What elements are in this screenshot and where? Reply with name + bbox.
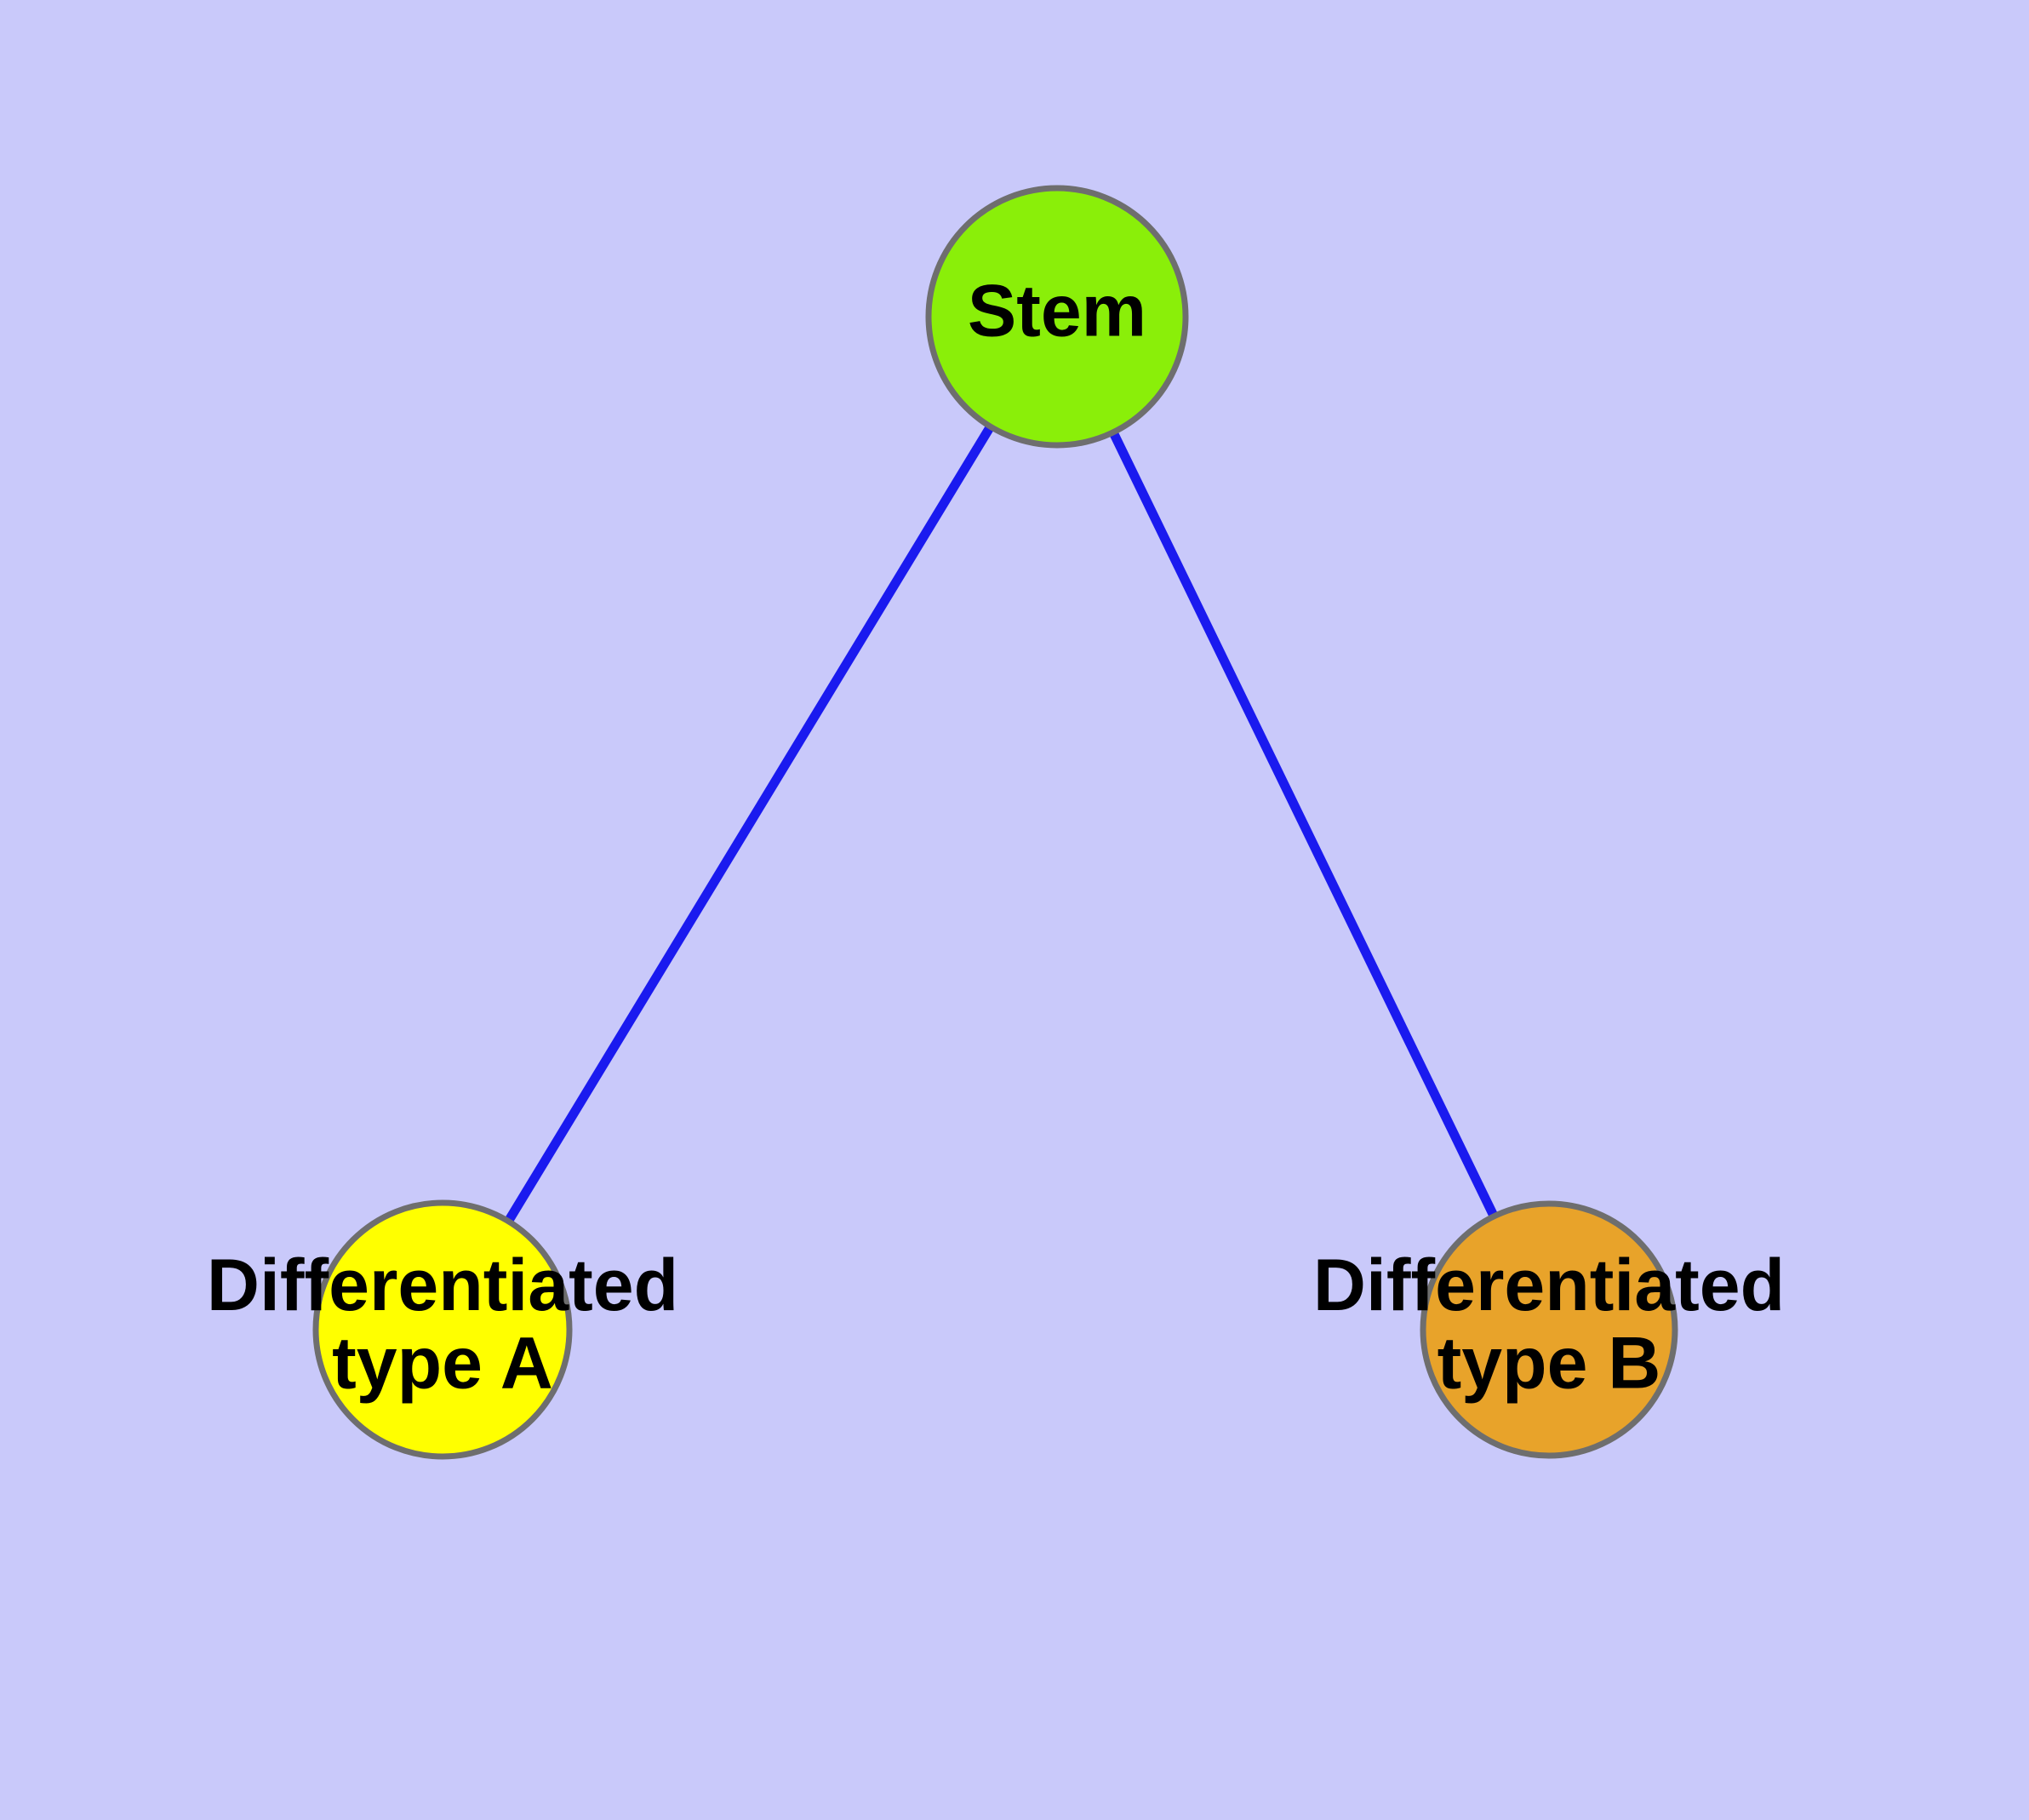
graph-edge-stem-to-a — [503, 415, 1000, 1225]
edges-layer — [503, 415, 1499, 1225]
node-circle-diff_b[interactable] — [1420, 1200, 1678, 1459]
node-circle-stem[interactable] — [925, 185, 1189, 449]
graph-edge-stem-to-b — [1104, 421, 1499, 1220]
graph-node-stem[interactable]: Stem — [925, 185, 1189, 449]
node-circle-diff_a[interactable] — [312, 1199, 573, 1460]
